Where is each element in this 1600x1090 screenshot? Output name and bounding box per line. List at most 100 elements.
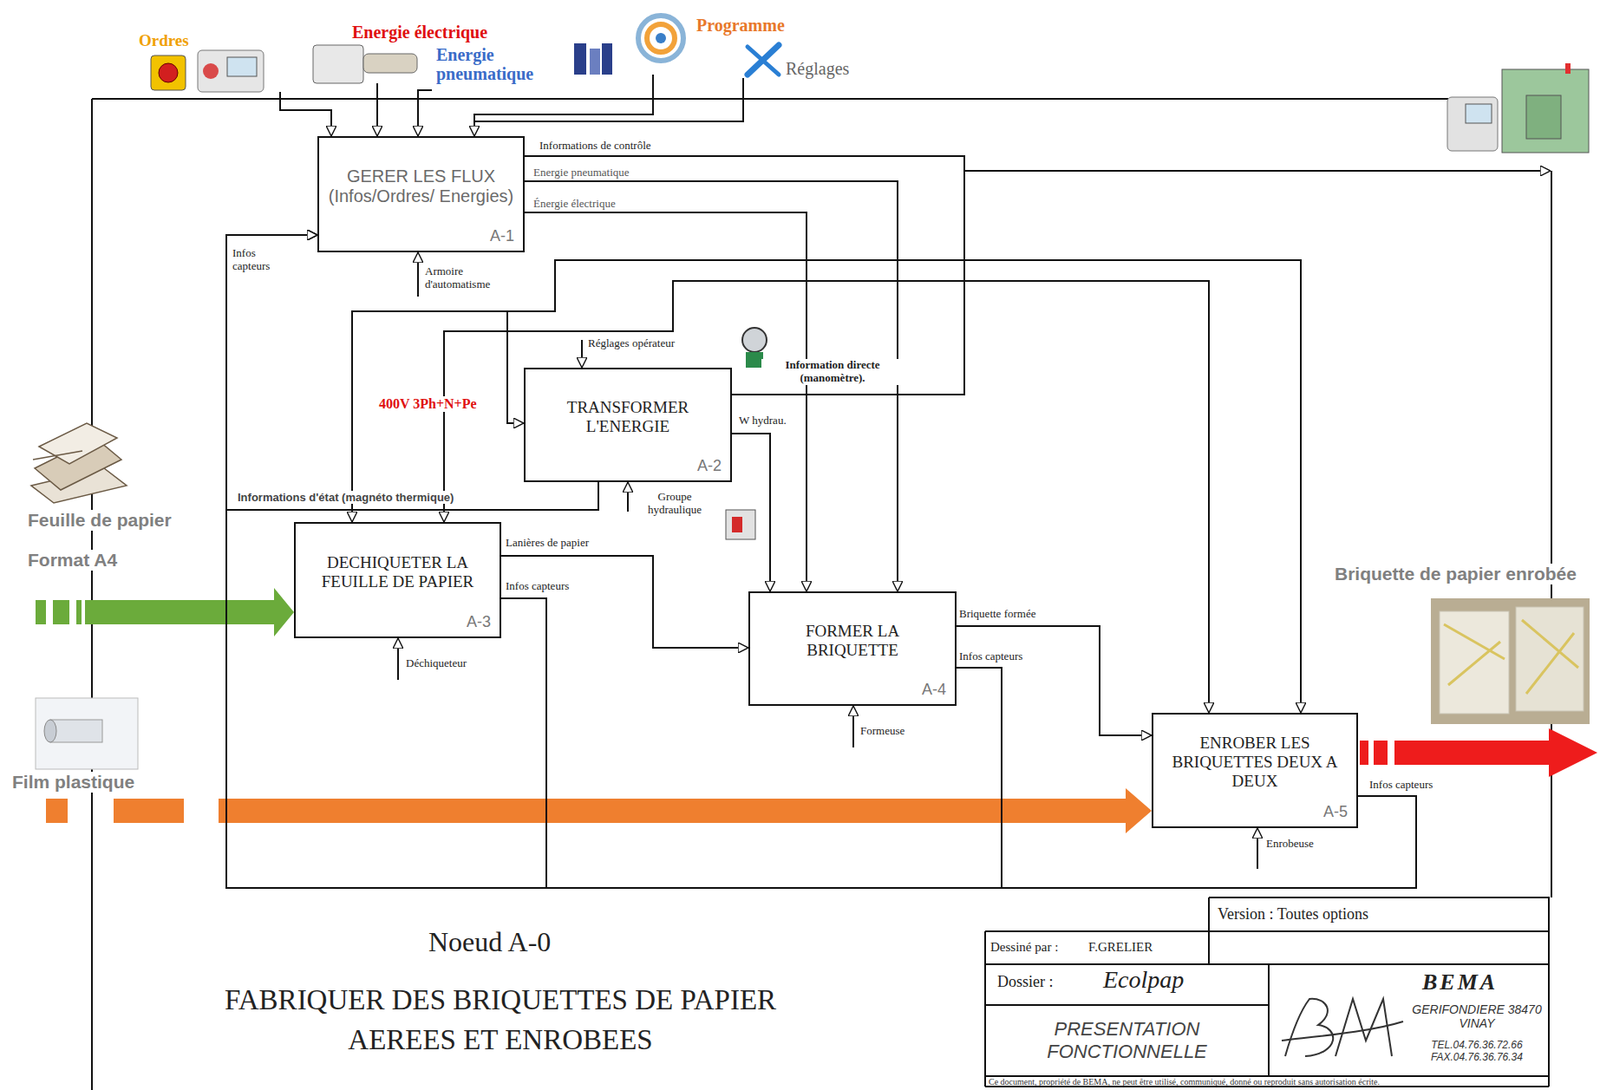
electric-supply-icon	[363, 53, 418, 73]
title-block-grid	[984, 931, 987, 1087]
diagram-title: FABRIQUER DES BRIQUETTES DE PAPIER AEREE…	[170, 979, 830, 1060]
node-id: A-3	[304, 613, 491, 632]
settings-icon	[747, 46, 779, 75]
title-block-grid	[1208, 897, 1549, 1087]
flow-connector	[226, 235, 547, 889]
program-icon	[638, 15, 684, 61]
node-id: A-2	[534, 457, 722, 476]
film-roll-icon	[35, 698, 138, 770]
pneumatic-icon	[601, 43, 613, 75]
flow-label: Infos capteurs	[505, 580, 569, 594]
hydraulic-unit-icon	[731, 516, 743, 533]
company-logo	[1335, 999, 1392, 1057]
control-desk-icon	[1565, 63, 1571, 74]
company-logo	[1281, 1021, 1404, 1041]
mechanism-arrow	[1256, 828, 1259, 869]
mechanism-label: Enrobeuse	[1266, 837, 1314, 851]
table-cell: F.GRELIER	[1088, 940, 1153, 955]
process-box: FORMER LA BRIQUETTEA-4	[748, 591, 957, 706]
mechanism-arrow	[398, 252, 1258, 869]
signal-label: Informations de contrôle	[539, 139, 652, 153]
signal-label: Infos capteurs	[232, 247, 287, 274]
copyright-note: Ce document, propriété de BEMA, ne peut …	[988, 1077, 1380, 1087]
input-label: Réglages	[785, 58, 849, 79]
process-box: TRANSFORMER L'ENERGIEA-2	[523, 367, 732, 483]
input-label: Energie électrique	[352, 22, 488, 43]
process-box: ENROBER LES BRIQUETTES DEUX A DEUXA-5	[1151, 712, 1359, 829]
company-logo	[1281, 999, 1404, 1057]
hydraulic-unit-icon	[725, 509, 756, 540]
output-arrow	[1394, 728, 1598, 778]
settings-icon	[747, 45, 779, 75]
mechanism-label: Formeuse	[860, 724, 905, 738]
company-contact: TEL.04.76.36.72.66 FAX.04.76.36.76.34	[1411, 1038, 1542, 1064]
flow-connector	[524, 212, 1301, 713]
paper-input-arrow	[35, 587, 294, 637]
process-box: DECHIQUETER LA FEUILLE DE PAPIERA-3	[293, 522, 502, 639]
flow-connector	[731, 433, 771, 592]
input-label: Ordres	[138, 31, 190, 51]
mechanism-arrow	[852, 705, 855, 748]
frame-line	[91, 98, 93, 1090]
flow-label: Infos capteurs	[959, 650, 1023, 664]
title-block-grid	[985, 897, 1549, 1087]
electric-supply-icon	[313, 45, 418, 84]
signal-label: Information directe (manomètre).	[761, 359, 904, 386]
output-arrow	[1359, 740, 1369, 765]
paper-stack-icon	[31, 423, 127, 503]
flow-connector	[226, 235, 1417, 889]
control-label: Réglages opérateur	[587, 337, 675, 351]
output-label: Briquette de papier enrobée	[1332, 563, 1579, 585]
table-cell: Ecolpap	[1103, 966, 1184, 994]
control-desk-icon	[1465, 104, 1492, 124]
flow-label: Energie pneumatique	[533, 165, 630, 180]
company-logo	[1285, 999, 1333, 1057]
film-input-arrow	[45, 788, 1152, 834]
table-cell: Dossier :	[997, 973, 1054, 992]
mechanism-label: Déchiqueteur	[405, 657, 467, 671]
pneumatic-icon	[574, 43, 613, 75]
program-icon	[638, 15, 684, 61]
film-input-arrow	[218, 788, 1152, 834]
flow-connector	[956, 626, 1152, 736]
flow-label: W hydrau.	[737, 414, 789, 428]
mechanism-arrow	[417, 252, 419, 297]
orders-icon	[197, 50, 264, 92]
mechanism-label: Groupe hydraulique	[640, 490, 710, 517]
control-arrow	[417, 90, 432, 137]
control-desk-icon	[1447, 63, 1589, 153]
company-address: GERIFONDIERE 38470 VINAY	[1411, 1002, 1542, 1031]
orders-icon	[150, 50, 264, 92]
control-arrow	[731, 170, 965, 395]
manometer-icon	[742, 327, 767, 353]
flow-label: 400V 3Ph+N+Pe	[377, 396, 479, 412]
function-name: ENROBER LES BRIQUETTES DEUX A DEUX	[1162, 721, 1348, 804]
control-arrow	[474, 78, 744, 122]
input-label: Format A4	[26, 549, 119, 571]
title-block-grid	[985, 1075, 1549, 1078]
function-name: FORMER LA BRIQUETTE	[758, 600, 947, 681]
program-icon	[646, 24, 675, 53]
table-cell: Dessiné par :	[990, 940, 1058, 955]
table-cell: Version : Toutes options	[1217, 905, 1369, 924]
paper-input-arrow	[35, 600, 46, 625]
node-reference: Noeud A-0	[428, 926, 551, 959]
function-name: TRANSFORMER L'ENERGIE	[534, 376, 722, 458]
control-arrow	[524, 156, 1551, 171]
output-arrow	[1359, 728, 1598, 778]
briquette-photo	[1430, 598, 1590, 725]
control-arrow	[376, 83, 379, 137]
film-roll-icon	[50, 719, 103, 743]
flow-label: Énergie électrique	[533, 196, 616, 211]
control-arrow	[280, 91, 332, 137]
orders-icon	[158, 63, 178, 83]
mechanism-arrow	[626, 482, 629, 512]
frame-line	[91, 97, 1449, 100]
pneumatic-icon	[574, 43, 587, 75]
paper-stack-icon	[32, 450, 83, 460]
paper-stack-icon	[39, 423, 118, 464]
briquette-photo	[1443, 620, 1579, 694]
table-cell: PRESENTATION FONCTIONNELLE	[993, 1018, 1261, 1064]
